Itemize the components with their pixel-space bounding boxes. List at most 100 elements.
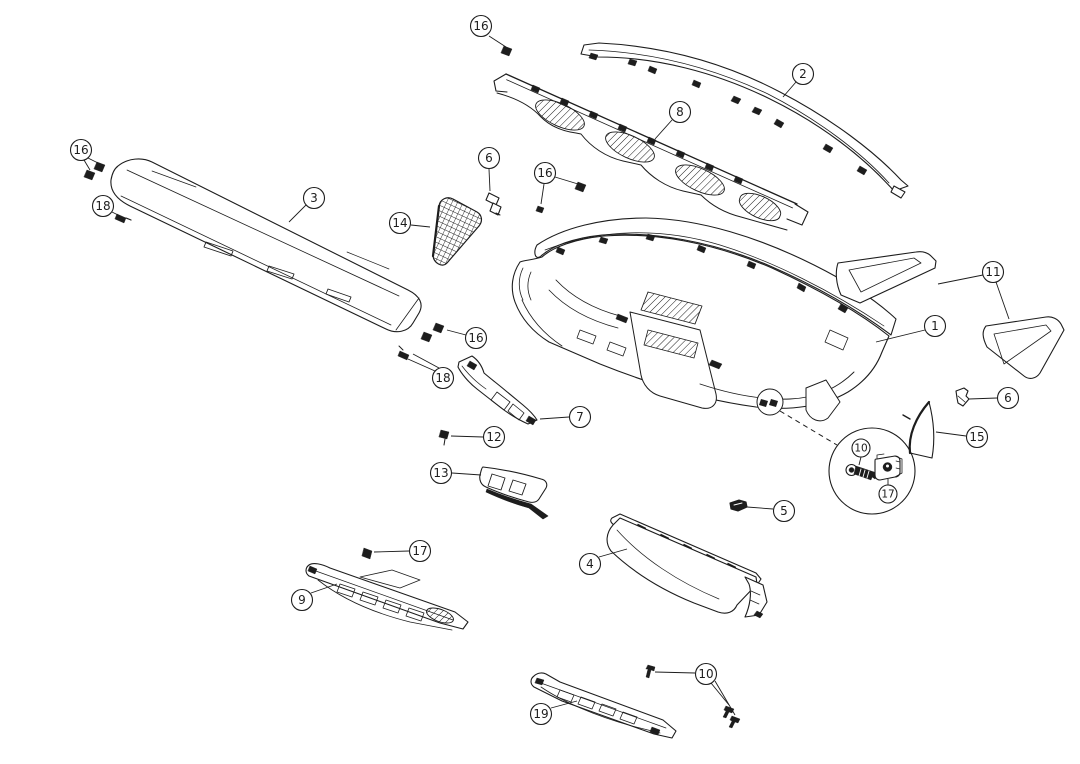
leader-line bbox=[540, 183, 545, 205]
clips-16-center bbox=[420, 322, 445, 343]
leader-line bbox=[83, 159, 91, 171]
callout-circle bbox=[878, 484, 898, 504]
callout-circle bbox=[388, 211, 412, 235]
screw-18-center bbox=[397, 345, 410, 361]
callout-8: 8 bbox=[654, 100, 692, 140]
callout-2: 2 bbox=[782, 62, 815, 98]
leader-line bbox=[746, 506, 774, 510]
callout-circle bbox=[431, 366, 455, 390]
lower-left-trim-9 bbox=[305, 563, 469, 631]
callout-13: 13 bbox=[429, 461, 482, 485]
driver-top-trim-strip-3 bbox=[110, 158, 422, 333]
leader-line bbox=[111, 211, 121, 217]
detail-screw-10 bbox=[845, 464, 879, 481]
leader-line bbox=[539, 416, 570, 420]
leader-line bbox=[654, 671, 696, 674]
callout-14: 14 bbox=[388, 211, 431, 235]
cowl-vent-rail-8 bbox=[493, 73, 809, 231]
callout-16: 16 bbox=[469, 14, 507, 48]
callout-number: 16 bbox=[468, 331, 483, 345]
leader-line bbox=[450, 435, 484, 438]
callout-number: 10 bbox=[698, 667, 713, 681]
leader-line bbox=[858, 456, 862, 466]
clip-5 bbox=[729, 499, 748, 512]
callout-1: 1 bbox=[875, 314, 947, 343]
leader-line bbox=[407, 358, 436, 372]
callout-circle bbox=[469, 14, 493, 38]
side-vent-trim-11-left bbox=[835, 251, 937, 304]
leader-line bbox=[875, 329, 926, 343]
callout-number: 5 bbox=[780, 504, 788, 518]
callout-18: 18 bbox=[91, 194, 121, 218]
callout-number: 3 bbox=[310, 191, 318, 205]
detail-bubble bbox=[828, 427, 916, 515]
leader-line bbox=[446, 329, 467, 336]
callout-6: 6 bbox=[968, 386, 1020, 410]
callout-number: 9 bbox=[298, 593, 306, 607]
callout-10: 10 bbox=[851, 438, 871, 466]
callout-number: 7 bbox=[576, 410, 584, 424]
leader-line bbox=[310, 583, 338, 594]
support-bracket-7 bbox=[457, 355, 538, 426]
callout-circle bbox=[772, 499, 796, 523]
callout-circle bbox=[302, 186, 326, 210]
callout-19: 19 bbox=[529, 700, 578, 726]
callout-number: 13 bbox=[433, 466, 448, 480]
callout-circle bbox=[464, 326, 488, 350]
lower-center-trim-19 bbox=[530, 672, 677, 739]
callout-5: 5 bbox=[746, 499, 796, 523]
retainer-clip-6-lower bbox=[955, 387, 970, 407]
callout-number: 6 bbox=[1004, 391, 1012, 405]
glovebox-door-4 bbox=[606, 513, 768, 619]
callout-16: 16 bbox=[69, 138, 101, 171]
leader-line bbox=[288, 204, 307, 223]
callout-16: 16 bbox=[533, 161, 579, 205]
callout-circle bbox=[981, 260, 1005, 284]
side-vent-trim-11-right bbox=[982, 316, 1065, 379]
callout-number: 2 bbox=[799, 67, 807, 81]
leader-line bbox=[995, 281, 1010, 320]
end-cap-panel-15 bbox=[902, 400, 935, 459]
callout-number: 1 bbox=[931, 319, 939, 333]
leader-line bbox=[782, 81, 797, 98]
screw-18-left bbox=[114, 213, 132, 224]
callout-circle bbox=[668, 100, 692, 124]
leader-line bbox=[654, 119, 673, 140]
callout-17: 17 bbox=[878, 479, 898, 504]
callout-number: 19 bbox=[533, 707, 548, 721]
callout-circle bbox=[578, 552, 602, 576]
callout-9: 9 bbox=[290, 583, 338, 612]
leader-line bbox=[410, 224, 431, 228]
retainer-clip-6-upper bbox=[485, 192, 502, 216]
callout-circle bbox=[429, 461, 453, 485]
callout-circle bbox=[529, 702, 553, 726]
callout-7: 7 bbox=[539, 405, 592, 429]
callout-circle bbox=[851, 438, 871, 458]
callout-number: 4 bbox=[586, 557, 594, 571]
callout-15: 15 bbox=[935, 425, 989, 449]
callout-circle bbox=[91, 194, 115, 218]
callout-number: 10 bbox=[854, 443, 867, 455]
callout-circle bbox=[791, 62, 815, 86]
callout-circle bbox=[533, 161, 557, 185]
callout-circle bbox=[996, 386, 1020, 410]
callout-circle bbox=[290, 588, 314, 612]
screw-12 bbox=[438, 429, 450, 446]
fastener-location-highlight bbox=[756, 388, 784, 416]
callout-18: 18 bbox=[407, 353, 455, 390]
callout-circle bbox=[482, 425, 506, 449]
leader-line bbox=[87, 157, 101, 165]
leader-line bbox=[710, 682, 730, 706]
callout-number: 18 bbox=[435, 371, 450, 385]
callout-11: 11 bbox=[937, 260, 1010, 320]
callout-circle bbox=[477, 146, 501, 170]
callout-10: 10 bbox=[654, 662, 736, 716]
leader-line bbox=[412, 353, 440, 369]
callout-number: 17 bbox=[881, 489, 894, 501]
detail-nut-clip-17 bbox=[874, 453, 903, 481]
leader-line bbox=[968, 397, 998, 400]
callout-number: 11 bbox=[985, 265, 1000, 279]
speaker-grille-14 bbox=[431, 197, 483, 266]
